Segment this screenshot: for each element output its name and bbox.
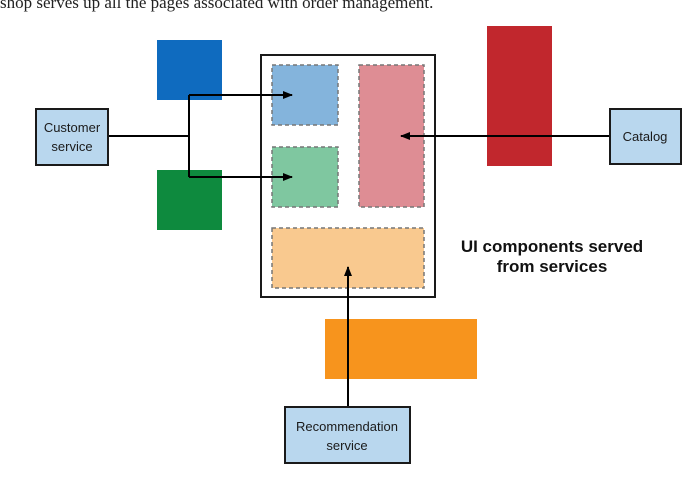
recommendation-service-label-line1: Recommendation [296,419,398,434]
caption-line1: UI components served [461,237,643,256]
catalog-box: Catalog [609,108,682,165]
customer-service-label-line2: service [51,139,92,154]
recommendation-service-label-line2: service [326,438,367,453]
customer-service-box: Customer service [35,108,109,166]
customer-service-label-line1: Customer [44,120,101,135]
catalog-label: Catalog [623,129,668,144]
orange-block [325,319,477,379]
caption-line2: from services [497,257,608,276]
header-text: shop serves up all the pages associated … [0,0,434,12]
blue-block [157,40,222,100]
red-block [487,26,552,166]
recommendation-service-box: Recommendation service [284,406,411,464]
green-block [157,170,222,230]
